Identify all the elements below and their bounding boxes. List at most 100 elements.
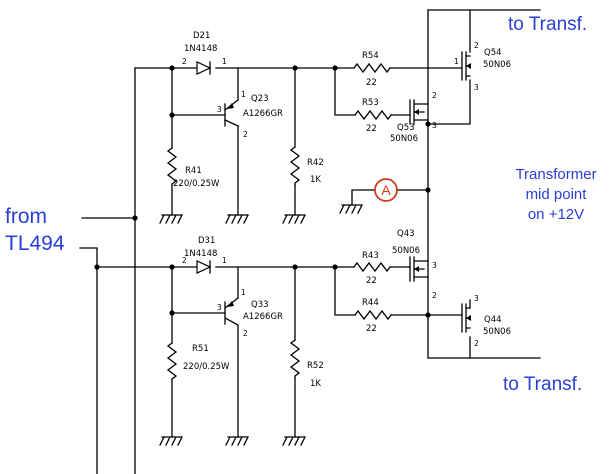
node-a-marker: A — [374, 178, 398, 202]
ground-icon — [282, 436, 306, 446]
mosfet-q44: Q44 50N06 3 2 — [461, 294, 511, 348]
r52-value-label: 1K — [310, 379, 321, 389]
ground-icon — [159, 436, 183, 446]
q23-ref-label: Q23 — [251, 94, 269, 104]
pin-label: 2 — [243, 329, 248, 338]
ground-icon — [339, 204, 363, 214]
ground-symbols — [159, 204, 363, 446]
q53-part-label: 50N06 — [390, 134, 418, 144]
r54-value-label: 22 — [366, 78, 377, 88]
pin-label: 1 — [222, 57, 227, 66]
resistor-r42: R42 1K — [289, 146, 324, 186]
d31-ref-label: D31 — [198, 236, 215, 246]
d21-part-label: 1N4148 — [184, 44, 217, 54]
transformer-label-line2: mid point — [526, 186, 588, 203]
resistor-r44: R44 22 — [354, 298, 392, 334]
transformer-label-line3: on +12V — [528, 206, 584, 223]
junction — [425, 312, 431, 318]
wires — [79, 9, 541, 474]
mosfet-q54: Q54 50N06 1 2 3 — [454, 41, 511, 92]
pin-label: 3 — [217, 105, 222, 114]
from-label: from — [5, 205, 47, 228]
r42-ref-label: R42 — [307, 158, 324, 168]
pin-label: 3 — [474, 294, 479, 303]
junction — [425, 121, 431, 127]
ground-icon — [159, 214, 183, 224]
r44-value-label: 22 — [366, 324, 377, 334]
transistor-q23: Q23 A1266GR 3 1 2 — [217, 90, 283, 139]
input-line-1 — [81, 67, 136, 474]
pin-label: 2 — [432, 91, 437, 100]
r44-ref-label: R44 — [362, 298, 379, 308]
transformer-label-line1: Transformer — [515, 166, 596, 183]
top-bus — [134, 67, 226, 149]
pin-label: 2 — [474, 339, 479, 348]
junction — [332, 264, 338, 270]
junction — [169, 65, 175, 71]
r51-value-label: 220/0.25W — [183, 362, 230, 372]
mosfet-q53: Q53 50N06 2 3 — [390, 91, 437, 144]
pin-label: 2 — [182, 57, 187, 66]
r44-wire — [334, 266, 463, 316]
pin-label: 1 — [454, 57, 459, 66]
pin-label: 1 — [241, 90, 246, 99]
junction — [169, 310, 175, 316]
pin-label: 2 — [432, 291, 437, 300]
r43-ref-label: R43 — [362, 251, 379, 261]
q54-part-label: 50N06 — [483, 60, 511, 70]
junctions — [94, 65, 431, 318]
q33-part-label: A1266GR — [243, 312, 283, 322]
ground-icon — [225, 436, 249, 446]
q43-part-label: 50N06 — [392, 246, 420, 256]
q43-ref-label: Q43 — [397, 229, 415, 239]
resistor-r41: R41 220/0.25W — [166, 147, 220, 191]
bottom-bus — [171, 266, 226, 344]
diode-d31: D31 1N4148 2 1 — [182, 236, 227, 274]
node-a-wire — [351, 189, 429, 206]
r53-wire — [334, 67, 411, 116]
q23-part-label: A1266GR — [243, 109, 283, 119]
mosfet-q43: Q43 50N06 3 2 — [392, 229, 437, 300]
r52-ref-label: R52 — [307, 361, 324, 371]
pin-label: 3 — [474, 83, 479, 92]
ground-icon — [225, 214, 249, 224]
pin-label: 2 — [182, 256, 187, 265]
pin-label: 2 — [474, 41, 479, 50]
junction — [292, 264, 298, 270]
to-transf-bottom-label: to Transf. — [503, 374, 582, 395]
pin-label: 1 — [222, 256, 227, 265]
diode-d21: D21 1N4148 2 1 — [182, 31, 227, 75]
junction — [94, 264, 100, 270]
r43-value-label: 22 — [366, 276, 377, 286]
d21-ref-label: D21 — [193, 31, 210, 41]
node-a-label: A — [381, 182, 391, 198]
input-line-2 — [79, 247, 136, 474]
r42-value-label: 1K — [310, 175, 321, 185]
resistor-r51: R51 220/0.25W — [166, 342, 230, 382]
q44-part-label: 50N06 — [483, 327, 511, 337]
pin-label: 3 — [217, 303, 222, 312]
tl494-label: TL494 — [5, 232, 65, 255]
r53-value-label: 22 — [366, 124, 377, 134]
r41-value-label: 220/0.25W — [173, 179, 220, 189]
pin-label: 3 — [432, 121, 437, 130]
r51-ref-label: R51 — [192, 344, 209, 354]
q33-ref-label: Q33 — [251, 300, 269, 310]
junction — [169, 112, 175, 118]
pin-label: 3 — [432, 261, 437, 270]
junction — [425, 187, 431, 193]
resistor-r53: R53 22 — [354, 98, 392, 134]
r54-ref-label: R54 — [362, 51, 379, 61]
d31-part-label: 1N4148 — [184, 249, 217, 259]
resistor-r43: R43 22 — [353, 251, 391, 286]
junction — [332, 65, 338, 71]
r53-ref-label: R53 — [362, 98, 379, 108]
transistor-q33: Q33 A1266GR 3 1 2 — [217, 288, 283, 338]
pin-label: 2 — [243, 130, 248, 139]
resistor-r54: R54 22 — [353, 51, 391, 88]
resistor-r52: R52 1K — [289, 339, 324, 389]
q54-ref-label: Q54 — [484, 48, 502, 58]
junction — [169, 264, 175, 270]
ground-icon — [282, 214, 306, 224]
